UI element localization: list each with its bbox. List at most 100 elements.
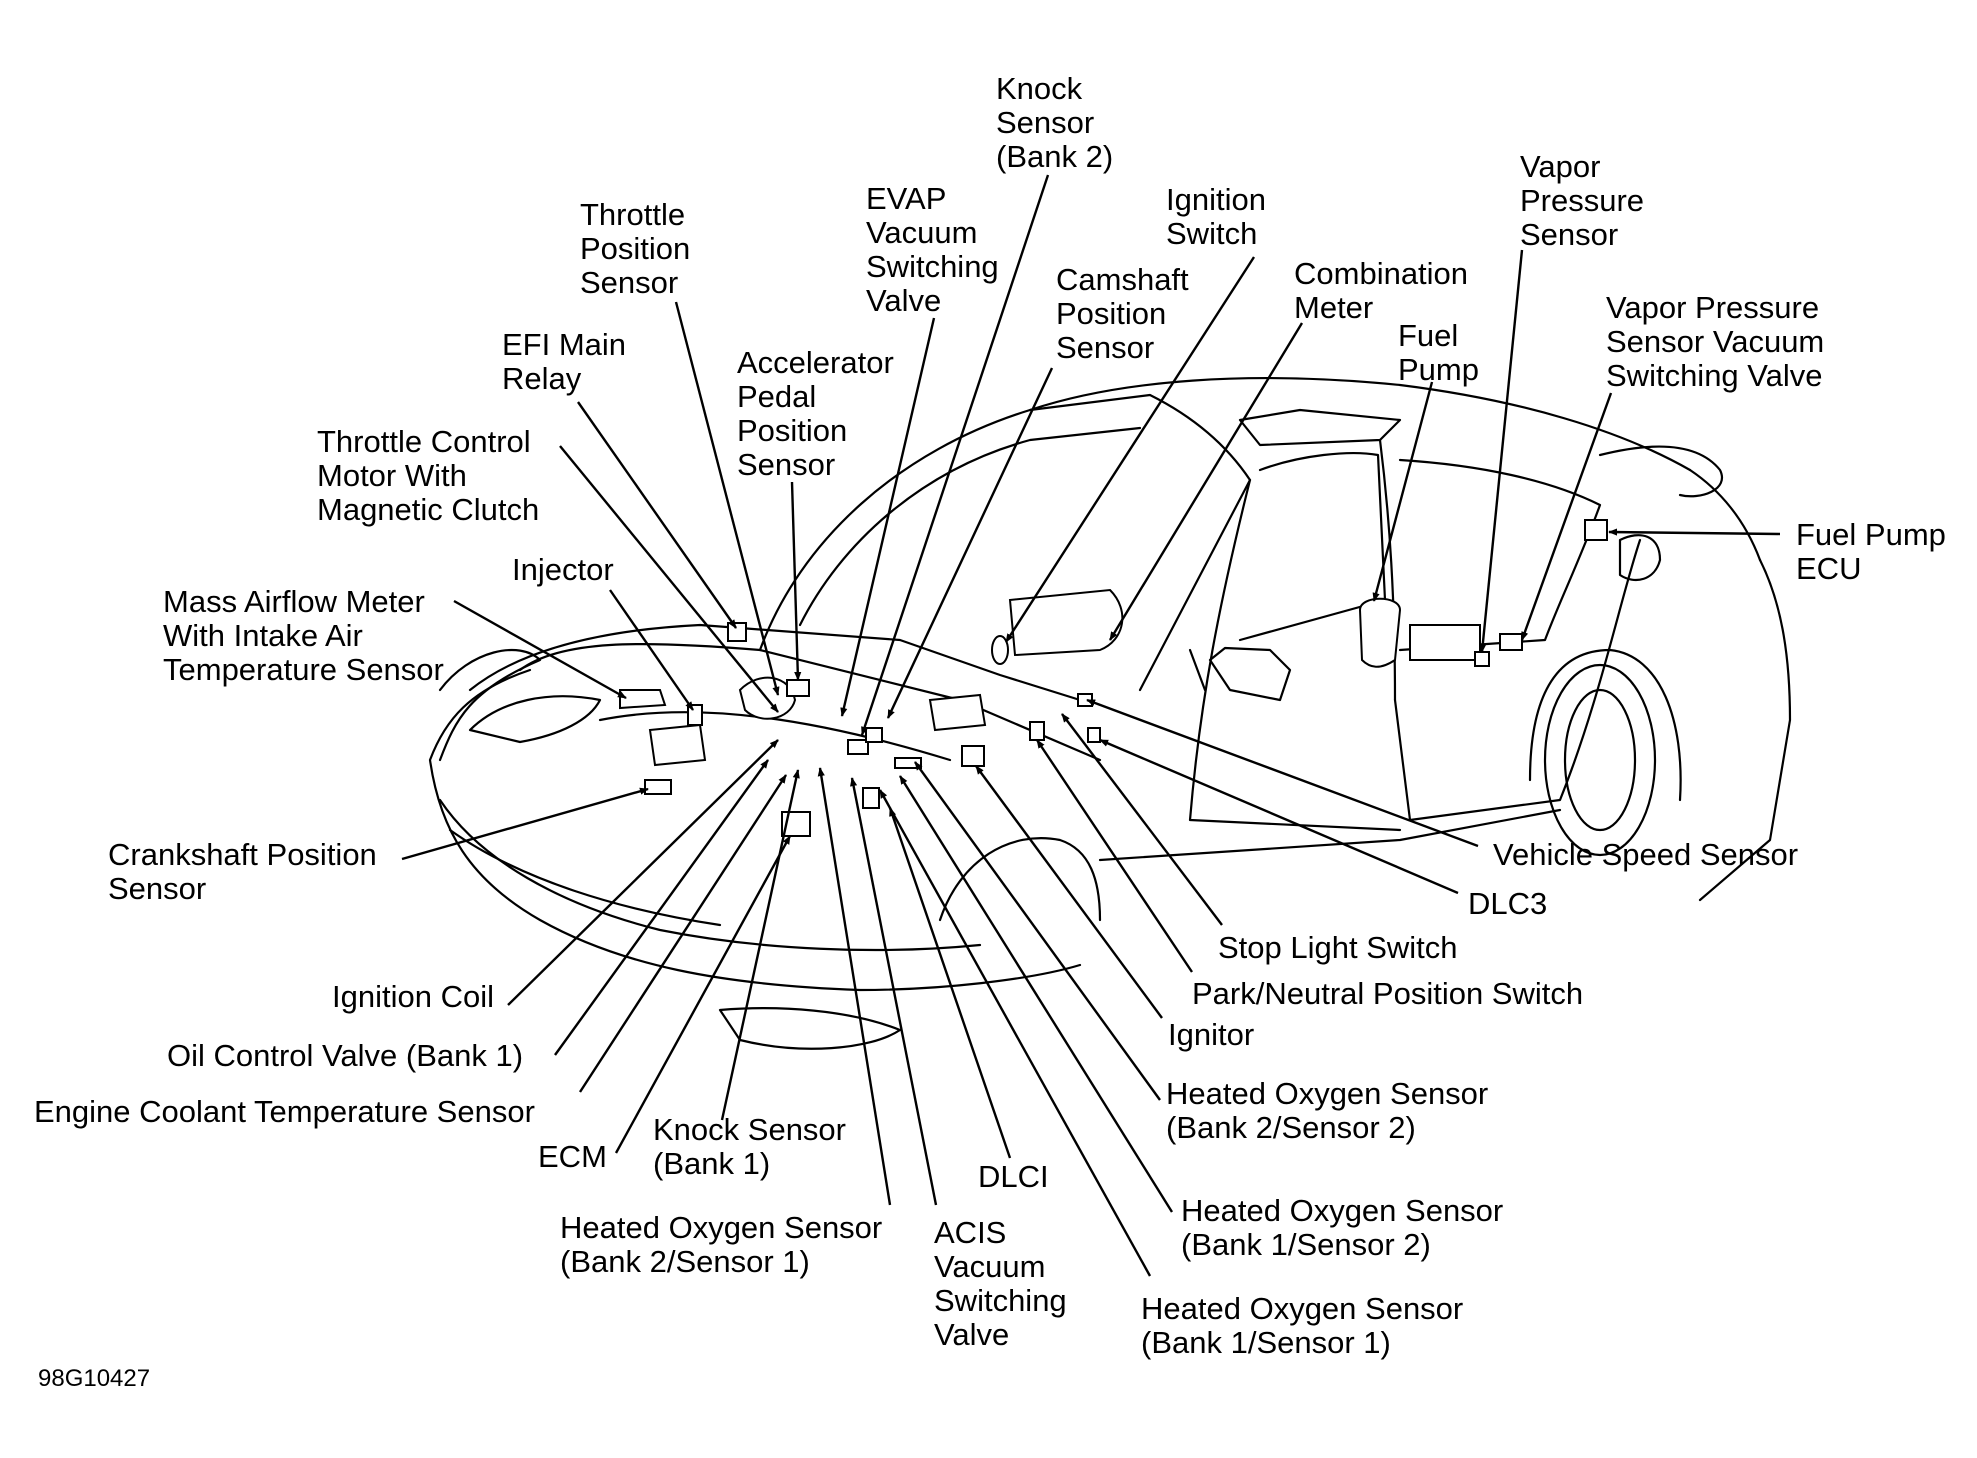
label-knock-sensor-bank2: Knock Sensor (Bank 2) [996, 71, 1114, 174]
label-oil-control-valve: Oil Control Valve (Bank 1) [167, 1038, 524, 1073]
leader-ho2-b1s2 [898, 775, 1174, 1213]
front-bumper-lower [438, 798, 982, 952]
label-ecm: ECM [538, 1139, 607, 1174]
roof [1028, 377, 1692, 472]
leader-stop-light [1061, 713, 1223, 926]
camshaft-sensor-part [847, 739, 869, 755]
ignitor-part [961, 745, 985, 767]
leader-dlci [888, 807, 1012, 1159]
windshield-inner [798, 426, 1142, 627]
vss-part [1087, 727, 1101, 743]
label-injector: Injector [512, 552, 614, 587]
label-vehicle-speed-sensor: Vehicle Speed Sensor [1493, 837, 1799, 872]
label-combination-meter: Combination Meter [1294, 256, 1469, 325]
leader-mass-airflow [453, 599, 627, 700]
components [619, 519, 1608, 837]
hood-outline [468, 623, 1082, 702]
leader-ect [578, 774, 788, 1093]
leader-ho2-b2s1 [817, 767, 892, 1206]
engine-bay-edge [518, 642, 1102, 762]
car-outline [428, 377, 1792, 1050]
injector-part [687, 704, 703, 726]
rear-door-window [1398, 458, 1602, 652]
label-accelerator-pedal: Accelerator Pedal Position Sensor [737, 345, 894, 482]
rear-window [1688, 468, 1762, 562]
leader-dlc3 [1099, 738, 1459, 895]
leader-injector [609, 589, 694, 711]
label-acis-vsv: ACIS Vacuum Switching Valve [934, 1215, 1067, 1352]
label-efi-main-relay: EFI Main Relay [502, 327, 627, 396]
windshield [758, 393, 1252, 692]
left-headlight [468, 695, 602, 744]
charcoal-canister [1409, 624, 1481, 661]
label-heated-o2-b2s2: Heated Oxygen Sensor (Bank 2/Sensor 2) [1166, 1076, 1489, 1145]
crankshaft-sensor-part [644, 779, 672, 795]
label-vapor-vsv: Vapor Pressure Sensor Vacuum Switching V… [1606, 290, 1825, 393]
label-vapor-pressure-sensor: Vapor Pressure Sensor [1520, 149, 1645, 252]
side-mirror [1208, 646, 1292, 702]
front-bumper [428, 668, 1082, 992]
leader-ignition-switch [1004, 256, 1256, 643]
b-pillar [1378, 438, 1397, 702]
spoiler [1598, 445, 1724, 498]
label-mass-airflow-meter: Mass Airflow Meter With Intake Air Tempe… [163, 584, 444, 687]
label-heated-o2-b2s1: Heated Oxygen Sensor (Bank 2/Sensor 1) [560, 1210, 883, 1279]
rocker-line [1098, 808, 1562, 862]
label-heated-o2-b1s1: Heated Oxygen Sensor (Bank 1/Sensor 1) [1141, 1291, 1464, 1360]
accelerator-pedal-part [786, 679, 810, 697]
ignition-switch-part [991, 635, 1009, 665]
rear-door [1393, 538, 1642, 822]
leader-fuel-pump-ecu [1608, 528, 1781, 536]
leader-park-neutral [1036, 739, 1193, 973]
leader-ignition-coil [507, 739, 779, 1006]
label-fuel-pump-ecu: Fuel Pump ECU [1796, 517, 1946, 586]
leader-efi-main-relay [577, 401, 737, 629]
door-window [1238, 452, 1387, 642]
label-park-neutral-switch: Park/Neutral Position Switch [1192, 976, 1584, 1011]
label-evap-vsv: EVAP Vacuum Switching Valve [866, 181, 999, 318]
leader-lines [401, 174, 1781, 1277]
label-stop-light-switch: Stop Light Switch [1218, 930, 1458, 965]
leader-knock-bank2 [860, 174, 1050, 736]
leader-vapor-vsv [1520, 392, 1613, 641]
air-cleaner [648, 723, 707, 767]
leader-crankshaft [401, 787, 649, 861]
sunroof [1238, 408, 1402, 447]
label-camshaft-position-sensor: Camshaft Position Sensor [1056, 262, 1189, 365]
leader-accelerator [790, 481, 802, 681]
trunk [1698, 558, 1792, 902]
vapor-vsv-part [1499, 633, 1523, 651]
leader-throttle-control [559, 445, 779, 713]
rear-wheel [1543, 663, 1657, 857]
leader-ignitor [975, 765, 1163, 1019]
label-heated-o2-b1s2: Heated Oxygen Sensor (Bank 1/Sensor 2) [1181, 1193, 1504, 1262]
fuel-pump-part [1358, 597, 1402, 668]
label-ignitor: Ignitor [1168, 1017, 1255, 1052]
leader-vapor-pressure [1479, 249, 1524, 653]
vapor-pressure-sensor-part [1474, 651, 1490, 667]
label-fuel-pump: Fuel Pump [1398, 318, 1479, 387]
leader-knock-bank1 [720, 769, 800, 1121]
label-dlci: DLCI [978, 1159, 1049, 1194]
park-neutral-part [1029, 721, 1045, 741]
label-ignition-coil: Ignition Coil [332, 979, 494, 1014]
label-knock-sensor-bank1: Knock Sensor (Bank 1) [653, 1112, 846, 1181]
leader-oil-control [554, 759, 769, 1056]
leader-evap-vsv [840, 317, 936, 717]
label-engine-coolant-temp: Engine Coolant Temperature Sensor [34, 1094, 535, 1129]
label-throttle-control-motor: Throttle Control Motor With Magnetic Clu… [317, 424, 540, 527]
combination-meter-part [1008, 588, 1124, 657]
fuel-filler-door [1618, 534, 1662, 582]
label-dlc3: DLC3 [1468, 886, 1548, 921]
grille-line [448, 828, 722, 927]
mass-airflow-part [619, 689, 667, 710]
figure-code: 98G10427 [38, 1365, 151, 1392]
label-throttle-position-sensor: Throttle Position Sensor [580, 197, 691, 300]
leader-camshaft [886, 367, 1054, 719]
brake-reservoir [928, 693, 987, 732]
leader-throttle-position [674, 301, 780, 696]
right-headlight [718, 1007, 902, 1050]
rear-wheel-arch [1528, 648, 1682, 802]
leader-vss [1086, 698, 1479, 848]
